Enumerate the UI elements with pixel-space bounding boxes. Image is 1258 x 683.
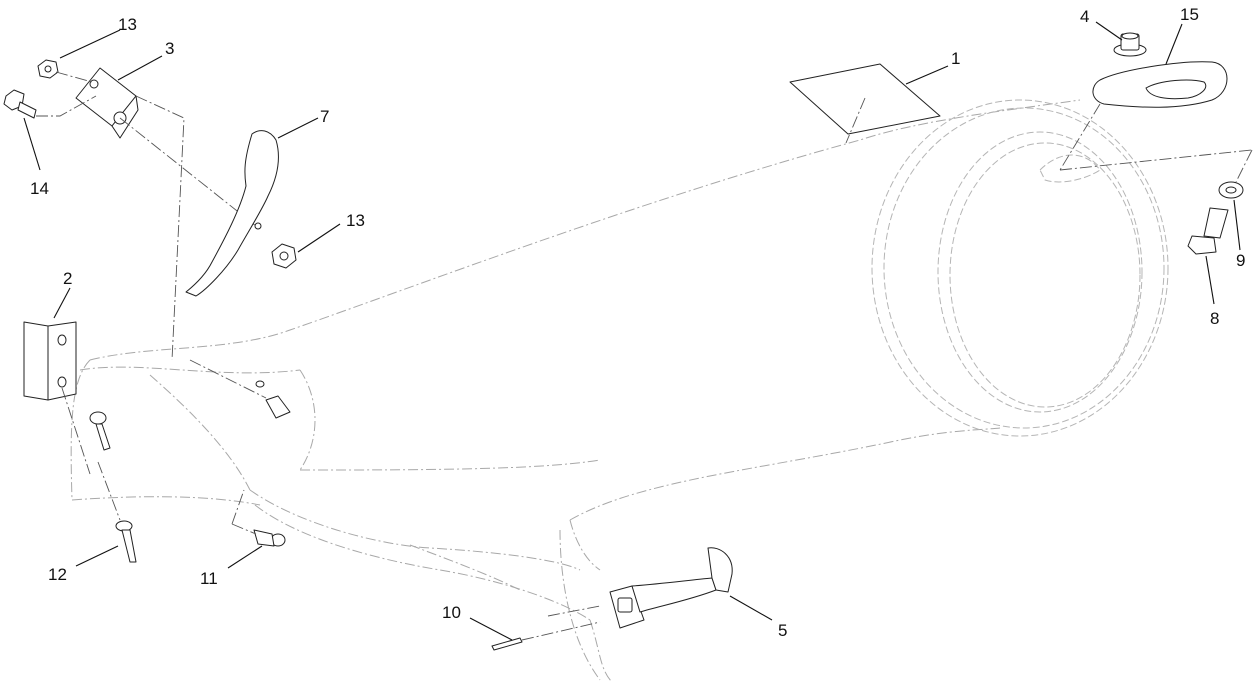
rubber-latch-5 xyxy=(609,547,733,629)
rivet-12 xyxy=(97,461,137,563)
shoulder-bolt-11 xyxy=(231,489,286,547)
callout-11: 11 xyxy=(200,569,218,588)
bolt-8 xyxy=(1187,207,1229,255)
rivet-10 xyxy=(491,605,601,651)
callout-10: 10 xyxy=(442,603,461,622)
washer-9 xyxy=(1218,181,1244,199)
callout-2: 2 xyxy=(63,269,72,288)
nut-13-upper xyxy=(37,59,59,79)
curved-lever-7 xyxy=(185,130,279,297)
callout-leaders xyxy=(23,21,1241,641)
callout-1: 1 xyxy=(951,49,960,68)
bolt-14 xyxy=(3,89,37,119)
decal-plate xyxy=(789,63,941,144)
callout-9: 9 xyxy=(1236,251,1245,270)
callout-labels: 1 2 3 4 5 7 8 9 10 11 12 13 13 14 15 xyxy=(30,5,1245,640)
bracket-3 xyxy=(75,67,139,139)
angle-bracket-2 xyxy=(23,321,77,401)
drum-phantom xyxy=(871,99,1169,437)
callout-7: 7 xyxy=(320,107,329,126)
callout-4: 4 xyxy=(1080,7,1089,26)
sleeve-insert xyxy=(255,380,291,419)
callout-14: 14 xyxy=(30,179,49,198)
latch-loop-15 xyxy=(1059,61,1228,171)
pivot-pin xyxy=(89,411,111,451)
housing-phantom-outline xyxy=(70,99,1081,683)
callout-3: 3 xyxy=(165,39,174,58)
flange-nut-4 xyxy=(1113,32,1147,57)
callout-15: 15 xyxy=(1180,5,1199,24)
callout-8: 8 xyxy=(1210,309,1219,328)
callout-13-lower: 13 xyxy=(346,211,365,230)
nut-13-lower xyxy=(271,243,297,269)
callout-12: 12 xyxy=(48,565,67,584)
callout-5: 5 xyxy=(778,621,787,640)
callout-13-upper: 13 xyxy=(118,15,137,34)
